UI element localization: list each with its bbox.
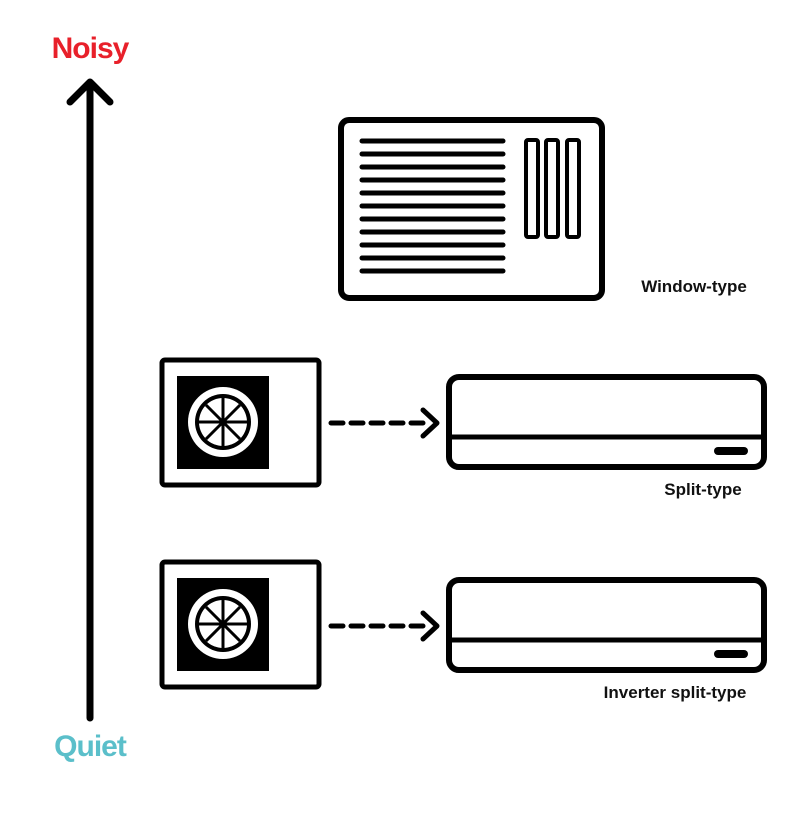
indoor-unit-icon [446,374,767,470]
inverter-split-ac-icon [159,559,767,690]
inverter-split-ac-unit: Inverter split-type [159,559,767,702]
window-type-label: Window-type [641,277,747,296]
fan-icon [188,589,258,659]
window-ac-icon [338,117,605,301]
quiet-label: Quiet [54,730,127,763]
noise-scale: Noisy Quiet [52,32,131,763]
inverter-split-type-label: Inverter split-type [604,683,747,702]
window-ac-unit: Window-type [338,117,747,301]
split-ac-unit: Split-type [159,357,767,499]
indoor-unit-icon [446,577,767,673]
window-ac-vents [359,138,506,274]
outdoor-unit-icon [159,559,322,690]
arrow-up-icon [66,78,114,106]
split-type-label: Split-type [664,480,741,499]
dashed-arrow-icon [328,407,440,439]
fan-icon [188,387,258,457]
window-ac-control-slots [524,138,581,239]
dashed-arrow-icon [328,610,440,642]
noisy-label: Noisy [52,32,130,65]
outdoor-unit-icon [159,357,322,488]
split-ac-icon [159,357,767,488]
